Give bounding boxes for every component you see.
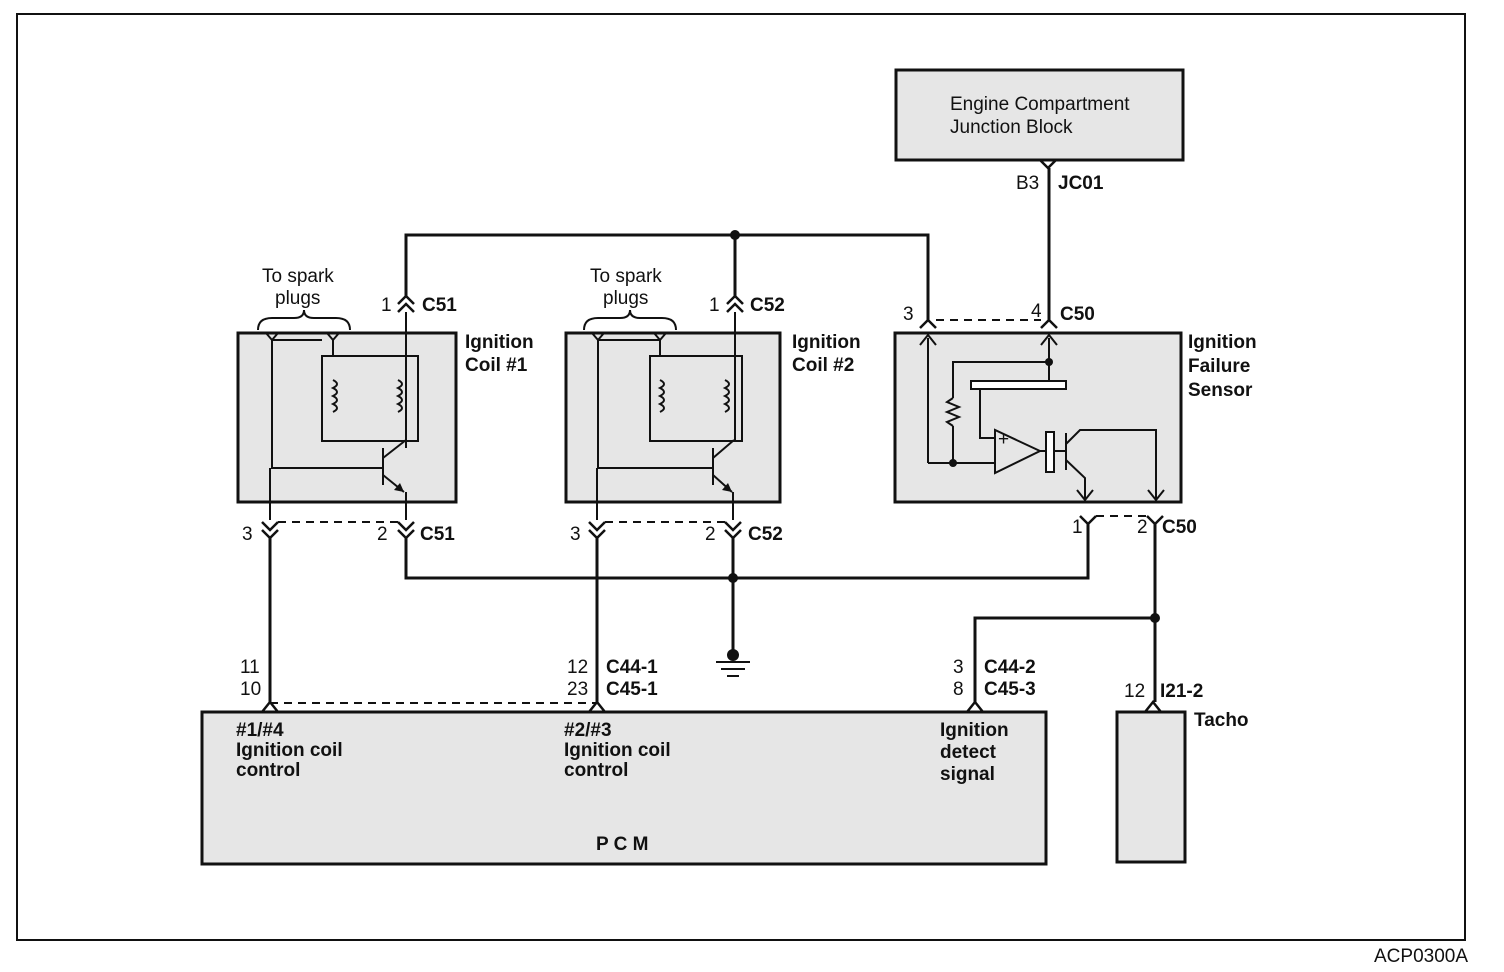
c51-top-label: C51 <box>422 295 457 316</box>
coil1-spark-label-line1: To spark <box>262 266 334 287</box>
c51-pin3-label: 3 <box>242 524 253 545</box>
diagram-frame <box>16 13 1466 941</box>
coil2-primary-winding-icon <box>657 379 665 413</box>
tacho-label: Tacho <box>1194 710 1249 731</box>
connector-i21-2: I21-2 <box>1160 681 1203 702</box>
sensor-label-line3: Sensor <box>1188 380 1253 401</box>
c51-pin1-label: 1 <box>381 295 392 316</box>
pcm-pin-23: 23 <box>567 679 588 700</box>
diagram-id: ACP0300A <box>1374 946 1468 967</box>
c51-pin2-label: 2 <box>377 524 388 545</box>
pcm-pin-8: 8 <box>953 679 964 700</box>
tacho-pin-12: 12 <box>1124 681 1145 702</box>
sensor-resistor-icon <box>944 397 962 427</box>
c52-pin3-label: 3 <box>570 524 581 545</box>
coil2-label-line2: Coil #2 <box>792 355 854 376</box>
c50-top-label: C50 <box>1060 304 1095 325</box>
sensor-capacitor-icon <box>1045 431 1055 473</box>
coil1-label-line1: Ignition <box>465 332 534 353</box>
junction-dot-supply <box>730 230 740 240</box>
connector-symbols <box>261 294 1164 540</box>
coil1-label-line2: Coil #1 <box>465 355 528 376</box>
ignition-coil-2: Ignition Coil #2 <box>564 331 861 504</box>
ignition-failure-sensor: + Ignition Failure Sensor <box>893 331 1257 504</box>
c50-pin3-label: 3 <box>903 304 914 325</box>
coil2-secondary-winding-icon <box>722 379 730 413</box>
pcm-detect-line3: signal <box>940 764 995 785</box>
c52-pin1-label: 1 <box>709 295 720 316</box>
coil1-secondary-winding-icon <box>395 379 403 413</box>
c50-pin2-label: 2 <box>1137 517 1148 538</box>
pcm-coil14-line1: #1/#4 <box>236 720 284 741</box>
c50-pin4-label: 4 <box>1031 301 1042 322</box>
pcm-pin-12: 12 <box>567 657 588 678</box>
tacho: Tacho <box>1115 710 1249 864</box>
coil1-spark-label-line2: plugs <box>275 288 320 309</box>
wires <box>268 168 1157 702</box>
connector-c45-1: C45-1 <box>606 679 658 700</box>
sensor-amplifier-icon <box>994 428 1043 475</box>
pcm-pin-3: 3 <box>953 657 964 678</box>
junction-dot-ground <box>728 573 738 583</box>
junction-dot-tacho <box>1150 613 1160 623</box>
connector-c45-3: C45-3 <box>984 679 1036 700</box>
sensor-label-line2: Failure <box>1188 356 1250 377</box>
c50-bottom-label: C50 <box>1162 517 1197 538</box>
coil2-label-line1: Ignition <box>792 332 861 353</box>
pcm-detect-line1: Ignition <box>940 720 1009 741</box>
pcm-coil23-line1: #2/#3 <box>564 720 612 741</box>
pcm-coil14-line3: control <box>236 760 300 781</box>
c51-bottom-label: C51 <box>420 524 455 545</box>
pcm-pin-10: 10 <box>240 679 261 700</box>
pcm-label: P C M <box>596 834 648 855</box>
junction-block-line2: Junction Block <box>950 117 1073 138</box>
amp-plus: + <box>998 429 1009 450</box>
coil2-spark-label-line2: plugs <box>603 288 648 309</box>
pcm-coil23-line3: control <box>564 760 628 781</box>
ground-icon <box>716 649 750 677</box>
c52-bottom-label: C52 <box>748 524 783 545</box>
c50-pin1-label: 1 <box>1072 517 1083 538</box>
coil1-spark-brace <box>257 309 351 331</box>
c52-top-label: C52 <box>750 295 785 316</box>
connector-c44-1: C44-1 <box>606 657 658 678</box>
pcm-pin-11: 11 <box>240 657 260 678</box>
pcm-detect-line2: detect <box>940 742 997 763</box>
coil2-spark-brace <box>583 309 677 331</box>
pin-b3: B3 <box>1016 173 1039 194</box>
connector-jc01: JC01 <box>1058 173 1104 194</box>
junction-block-line1: Engine Compartment <box>950 94 1130 115</box>
coil2-spark-label-line1: To spark <box>590 266 662 287</box>
sensor-label-line1: Ignition <box>1188 332 1257 353</box>
junction-block: Engine Compartment Junction Block <box>894 68 1185 162</box>
pcm-coil23-line2: Ignition coil <box>564 740 671 761</box>
ignition-coil-1: Ignition Coil #1 <box>236 331 534 504</box>
c52-pin2-label: 2 <box>705 524 716 545</box>
pcm-module: P C M #1/#4 Ignition coil control #2/#3 … <box>200 710 1048 866</box>
pcm-coil14-line2: Ignition coil <box>236 740 343 761</box>
connector-c44-2: C44-2 <box>984 657 1036 678</box>
coil1-primary-winding-icon <box>330 379 338 413</box>
